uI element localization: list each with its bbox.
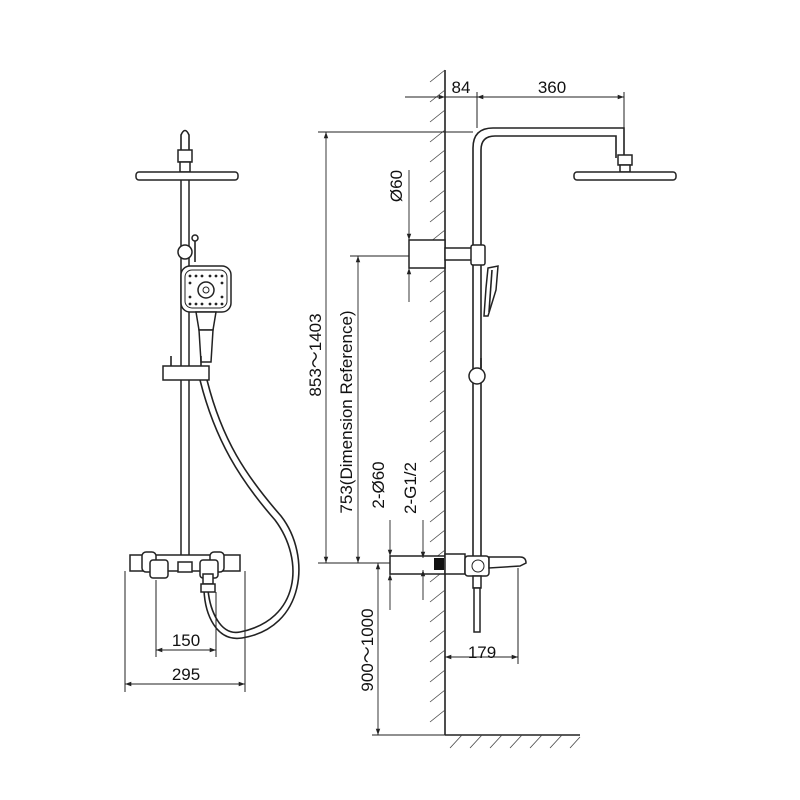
front-hand-shower: [180, 265, 232, 363]
front-view: 150 295: [124, 129, 300, 692]
mount-height-label: 900～1000: [358, 608, 377, 691]
front-top-collar: [177, 149, 193, 163]
inlet-thread-label: 2-G1/2: [401, 462, 420, 514]
arm-length-label: 360: [538, 78, 566, 97]
inlet-diameter-label: 2-Ø60: [369, 461, 388, 508]
floor: [445, 734, 581, 749]
side-slide-holder: [468, 367, 486, 385]
side-riser-inner: [480, 135, 617, 560]
body-width-label: 295: [172, 665, 200, 684]
front-overhead-shower-head: [135, 171, 239, 181]
wall: [429, 69, 446, 735]
side-bath-spout: [488, 556, 527, 569]
side-view: 84 360 853～1403 753(Dimension Reference)…: [306, 69, 677, 749]
side-riser-outer: [472, 127, 625, 560]
height-range-label: 853～1403: [306, 313, 325, 396]
reference-height-label: 753(Dimension Reference): [337, 310, 356, 513]
front-top-nut: [179, 161, 191, 173]
side-overhead-shower-head: [573, 171, 677, 181]
front-hose-outer: [199, 379, 294, 634]
front-hose-inner: [203, 379, 300, 639]
wall-offset-label: 84: [452, 78, 471, 97]
front-slide-holder: [162, 365, 210, 381]
overhead-diameter-label: Ø60: [387, 170, 406, 202]
side-mixer-body: [464, 555, 490, 577]
inlet-spacing-label: 150: [172, 631, 200, 650]
side-top-wall-bracket: [408, 239, 446, 269]
front-diverter-knob: [177, 244, 193, 260]
spout-projection-label: 179: [468, 643, 496, 662]
front-top-stub: [180, 129, 190, 175]
